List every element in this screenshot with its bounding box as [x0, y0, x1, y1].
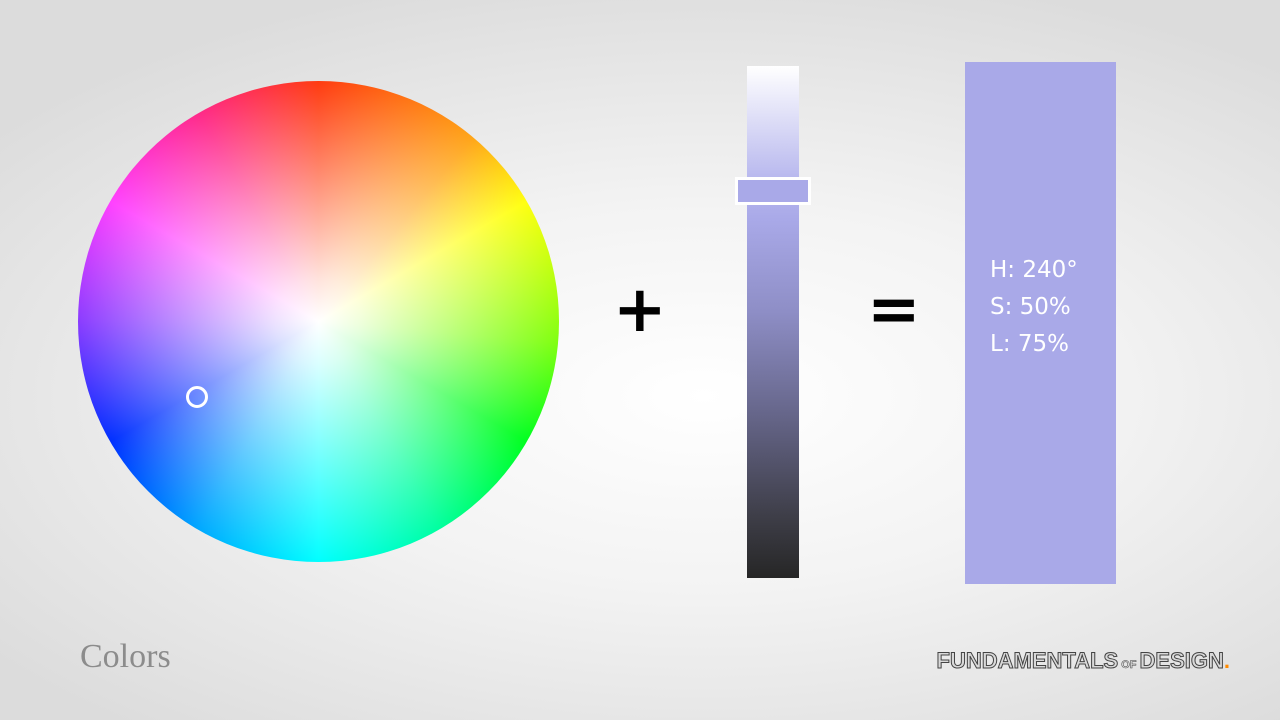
- hue-value: H: 240°: [990, 257, 1078, 283]
- saturation-value: S: 50%: [990, 294, 1071, 320]
- logo-dot: .: [1223, 648, 1230, 673]
- page-title: Colors: [80, 638, 171, 675]
- result-color-swatch: [965, 62, 1116, 584]
- logo-text-fundamentals: FUNDAMENTALS: [936, 648, 1119, 674]
- plus-sign: +: [613, 273, 667, 347]
- hsl-readout: H: 240° S: 50% L: 75%: [990, 252, 1078, 363]
- brand-logo: FUNDAMENTALS OF DESIGN .: [936, 648, 1230, 674]
- lightness-value: L: 75%: [990, 331, 1069, 357]
- color-picker-handle[interactable]: [186, 386, 208, 408]
- logo-text-of: OF: [1121, 659, 1137, 672]
- equals-sign: =: [867, 273, 921, 347]
- color-wheel[interactable]: [78, 81, 559, 562]
- lightness-slider-track[interactable]: [747, 66, 799, 578]
- lightness-slider-handle[interactable]: [735, 177, 811, 205]
- logo-text-design: DESIGN: [1139, 648, 1224, 674]
